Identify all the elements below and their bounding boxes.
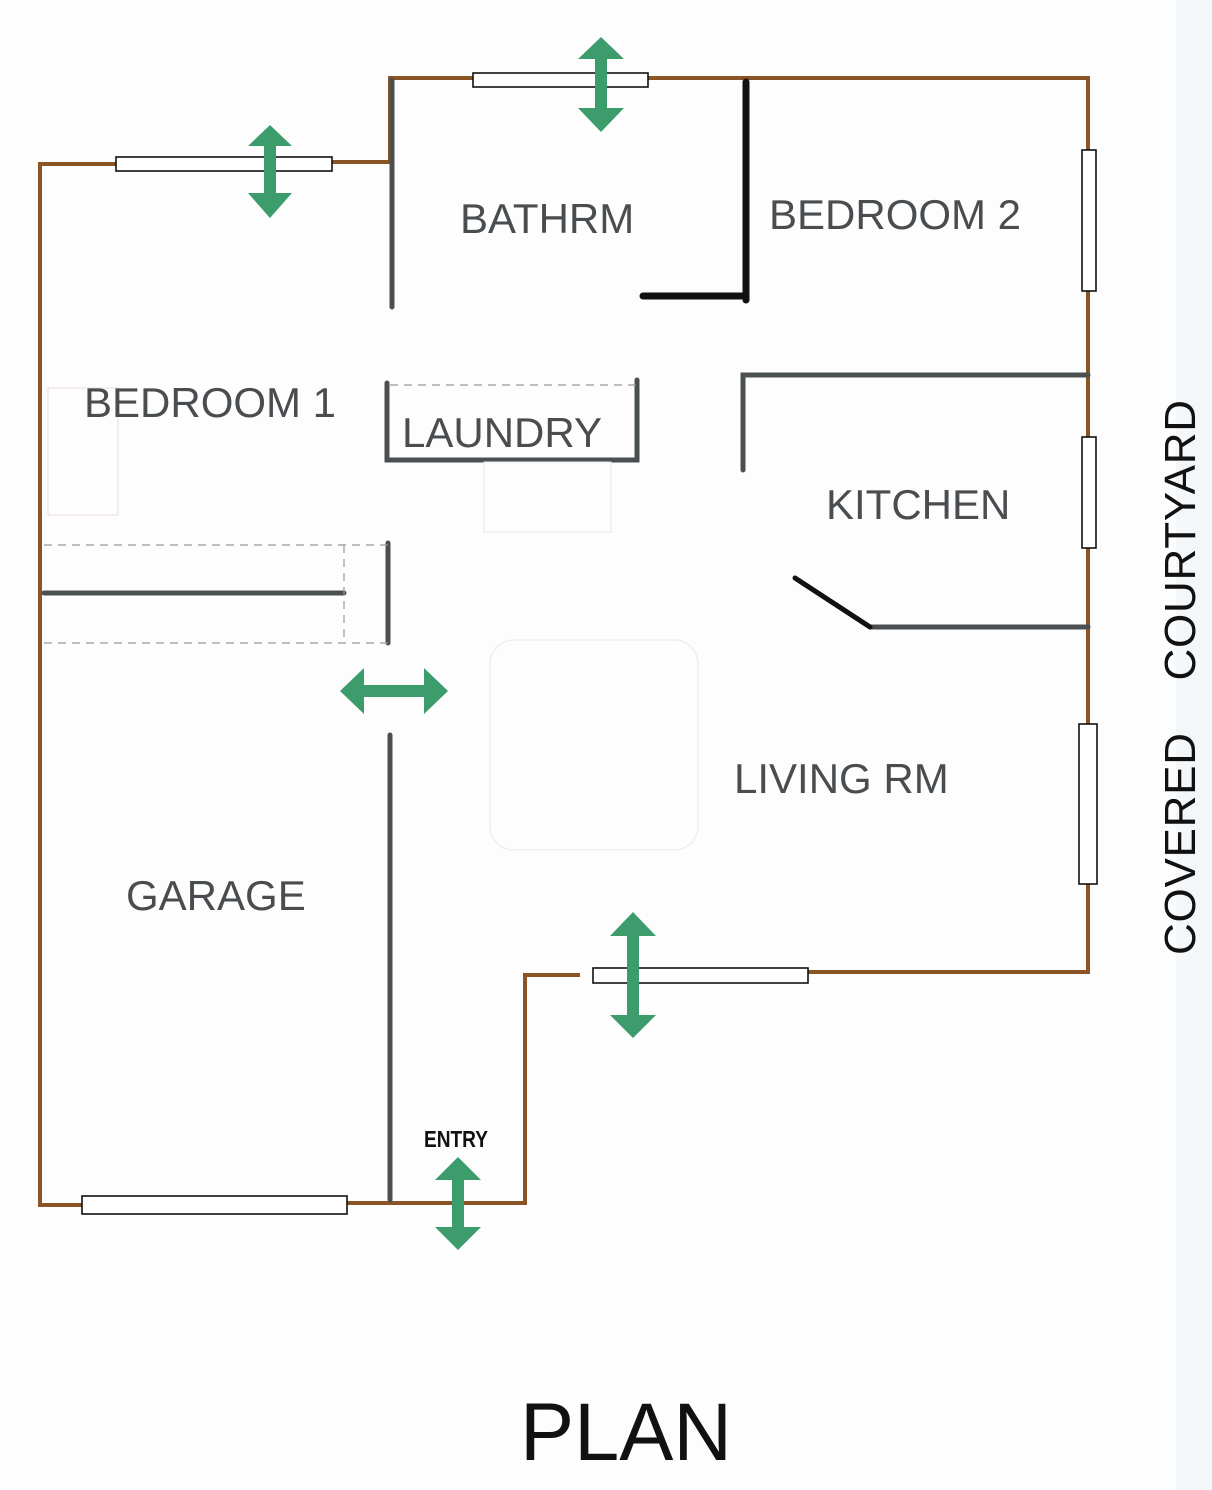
exterior-walls — [38, 76, 1090, 1207]
room-label-garage: GARAGE — [126, 872, 306, 919]
room-label-laundry: LAUNDRY — [402, 409, 602, 456]
door-arrow-icon — [578, 37, 624, 132]
room-label-living: LIVING RM — [734, 755, 949, 802]
window — [1078, 723, 1098, 885]
windows — [81, 72, 1098, 1215]
door-arrow-icon — [340, 668, 448, 714]
room-label-bedroom-2: BEDROOM 2 — [769, 191, 1021, 238]
room-label-bedroom-1: BEDROOM 1 — [84, 379, 336, 426]
window — [1081, 436, 1097, 549]
window — [115, 156, 333, 172]
window — [472, 72, 649, 88]
window — [592, 967, 809, 984]
page-edge — [1176, 0, 1212, 1490]
dashed-outlines — [44, 384, 699, 851]
window — [81, 1195, 348, 1215]
entry-door-arrow-icon — [435, 1157, 481, 1250]
door-arrow-icon — [610, 912, 656, 1038]
courtyard-label: COVERED COURTYARD — [1156, 400, 1205, 955]
window — [1081, 149, 1097, 292]
entry-label: ENTRY — [424, 1126, 488, 1152]
plan-title: PLAN — [520, 1387, 732, 1478]
room-label-bathroom: BATHRM — [460, 195, 634, 242]
interior-walls — [41, 77, 1091, 1203]
room-label-kitchen: KITCHEN — [826, 481, 1010, 528]
door-arrow-icon — [248, 125, 292, 218]
